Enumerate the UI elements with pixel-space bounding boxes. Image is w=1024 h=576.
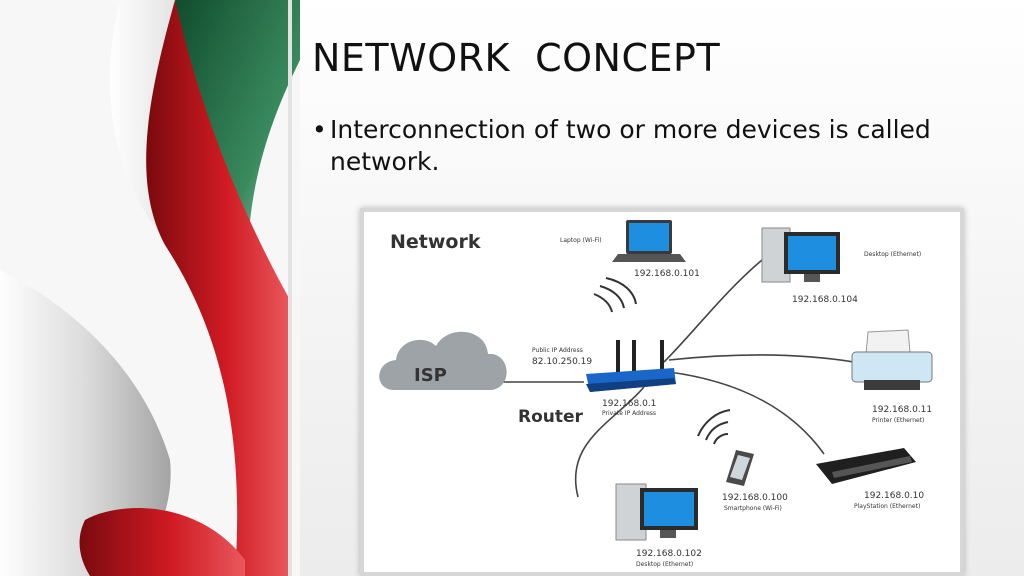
cable-router-desktop	[663, 259, 763, 363]
cable-router-printer	[668, 354, 855, 363]
router-label: Router	[518, 407, 584, 427]
laptop-icon	[612, 220, 686, 262]
router-private-ip-caption: Private IP Address	[602, 410, 656, 417]
playstation-icon	[816, 448, 916, 484]
router-public-ip: 82.10.250.19	[532, 357, 592, 367]
slide-title: NETWORK CONCEPT	[312, 36, 721, 80]
cable-router-playstation	[668, 371, 825, 455]
smartphone-wifi-signal-icon	[697, 409, 731, 445]
diagram-title: Network	[390, 231, 481, 253]
smartphone-icon	[726, 450, 754, 486]
laptop-ip: 192.168.0.101	[634, 269, 700, 279]
desktop-ip: 192.168.0.104	[792, 295, 858, 305]
printer-caption: Printer (Ethernet)	[872, 417, 924, 424]
laptop-wifi-signal-icon	[593, 277, 637, 313]
printer-ip: 192.168.0.11	[872, 405, 932, 415]
desktop2-icon	[615, 483, 698, 541]
router-private-ip: 192.168.0.1	[602, 399, 656, 409]
decorative-swoosh-art	[0, 0, 300, 576]
desktop-icon	[761, 227, 840, 283]
router-icon	[586, 340, 676, 392]
network-diagram-canvas: Network ISP Public IP Address 82.10.250.…	[379, 220, 933, 568]
network-diagram: Network ISP Public IP Address 82.10.250.…	[360, 208, 964, 576]
isp-cloud-icon	[379, 331, 507, 390]
playstation-ip: 192.168.0.10	[864, 491, 924, 501]
cable-router-desktop2	[574, 386, 645, 498]
printer-icon	[851, 329, 933, 390]
bullet-text: Interconnection of two or more devices i…	[330, 115, 931, 176]
laptop-caption: Laptop (Wi-Fi)	[560, 237, 602, 244]
desktop2-ip: 192.168.0.102	[636, 549, 702, 559]
playstation-caption: PlayStation (Ethernet)	[854, 503, 920, 510]
router-public-ip-caption: Public IP Address	[532, 347, 583, 354]
smartphone-caption: Smartphone (Wi-Fi)	[724, 505, 782, 512]
bullet-marker: •	[312, 115, 327, 144]
desktop2-caption: Desktop (Ethernet)	[636, 561, 693, 568]
smartphone-ip: 192.168.0.100	[722, 493, 788, 503]
bullet-point: • Interconnection of two or more devices…	[312, 114, 992, 178]
isp-label: ISP	[414, 365, 447, 386]
desktop-caption: Desktop (Ethernet)	[864, 251, 921, 258]
